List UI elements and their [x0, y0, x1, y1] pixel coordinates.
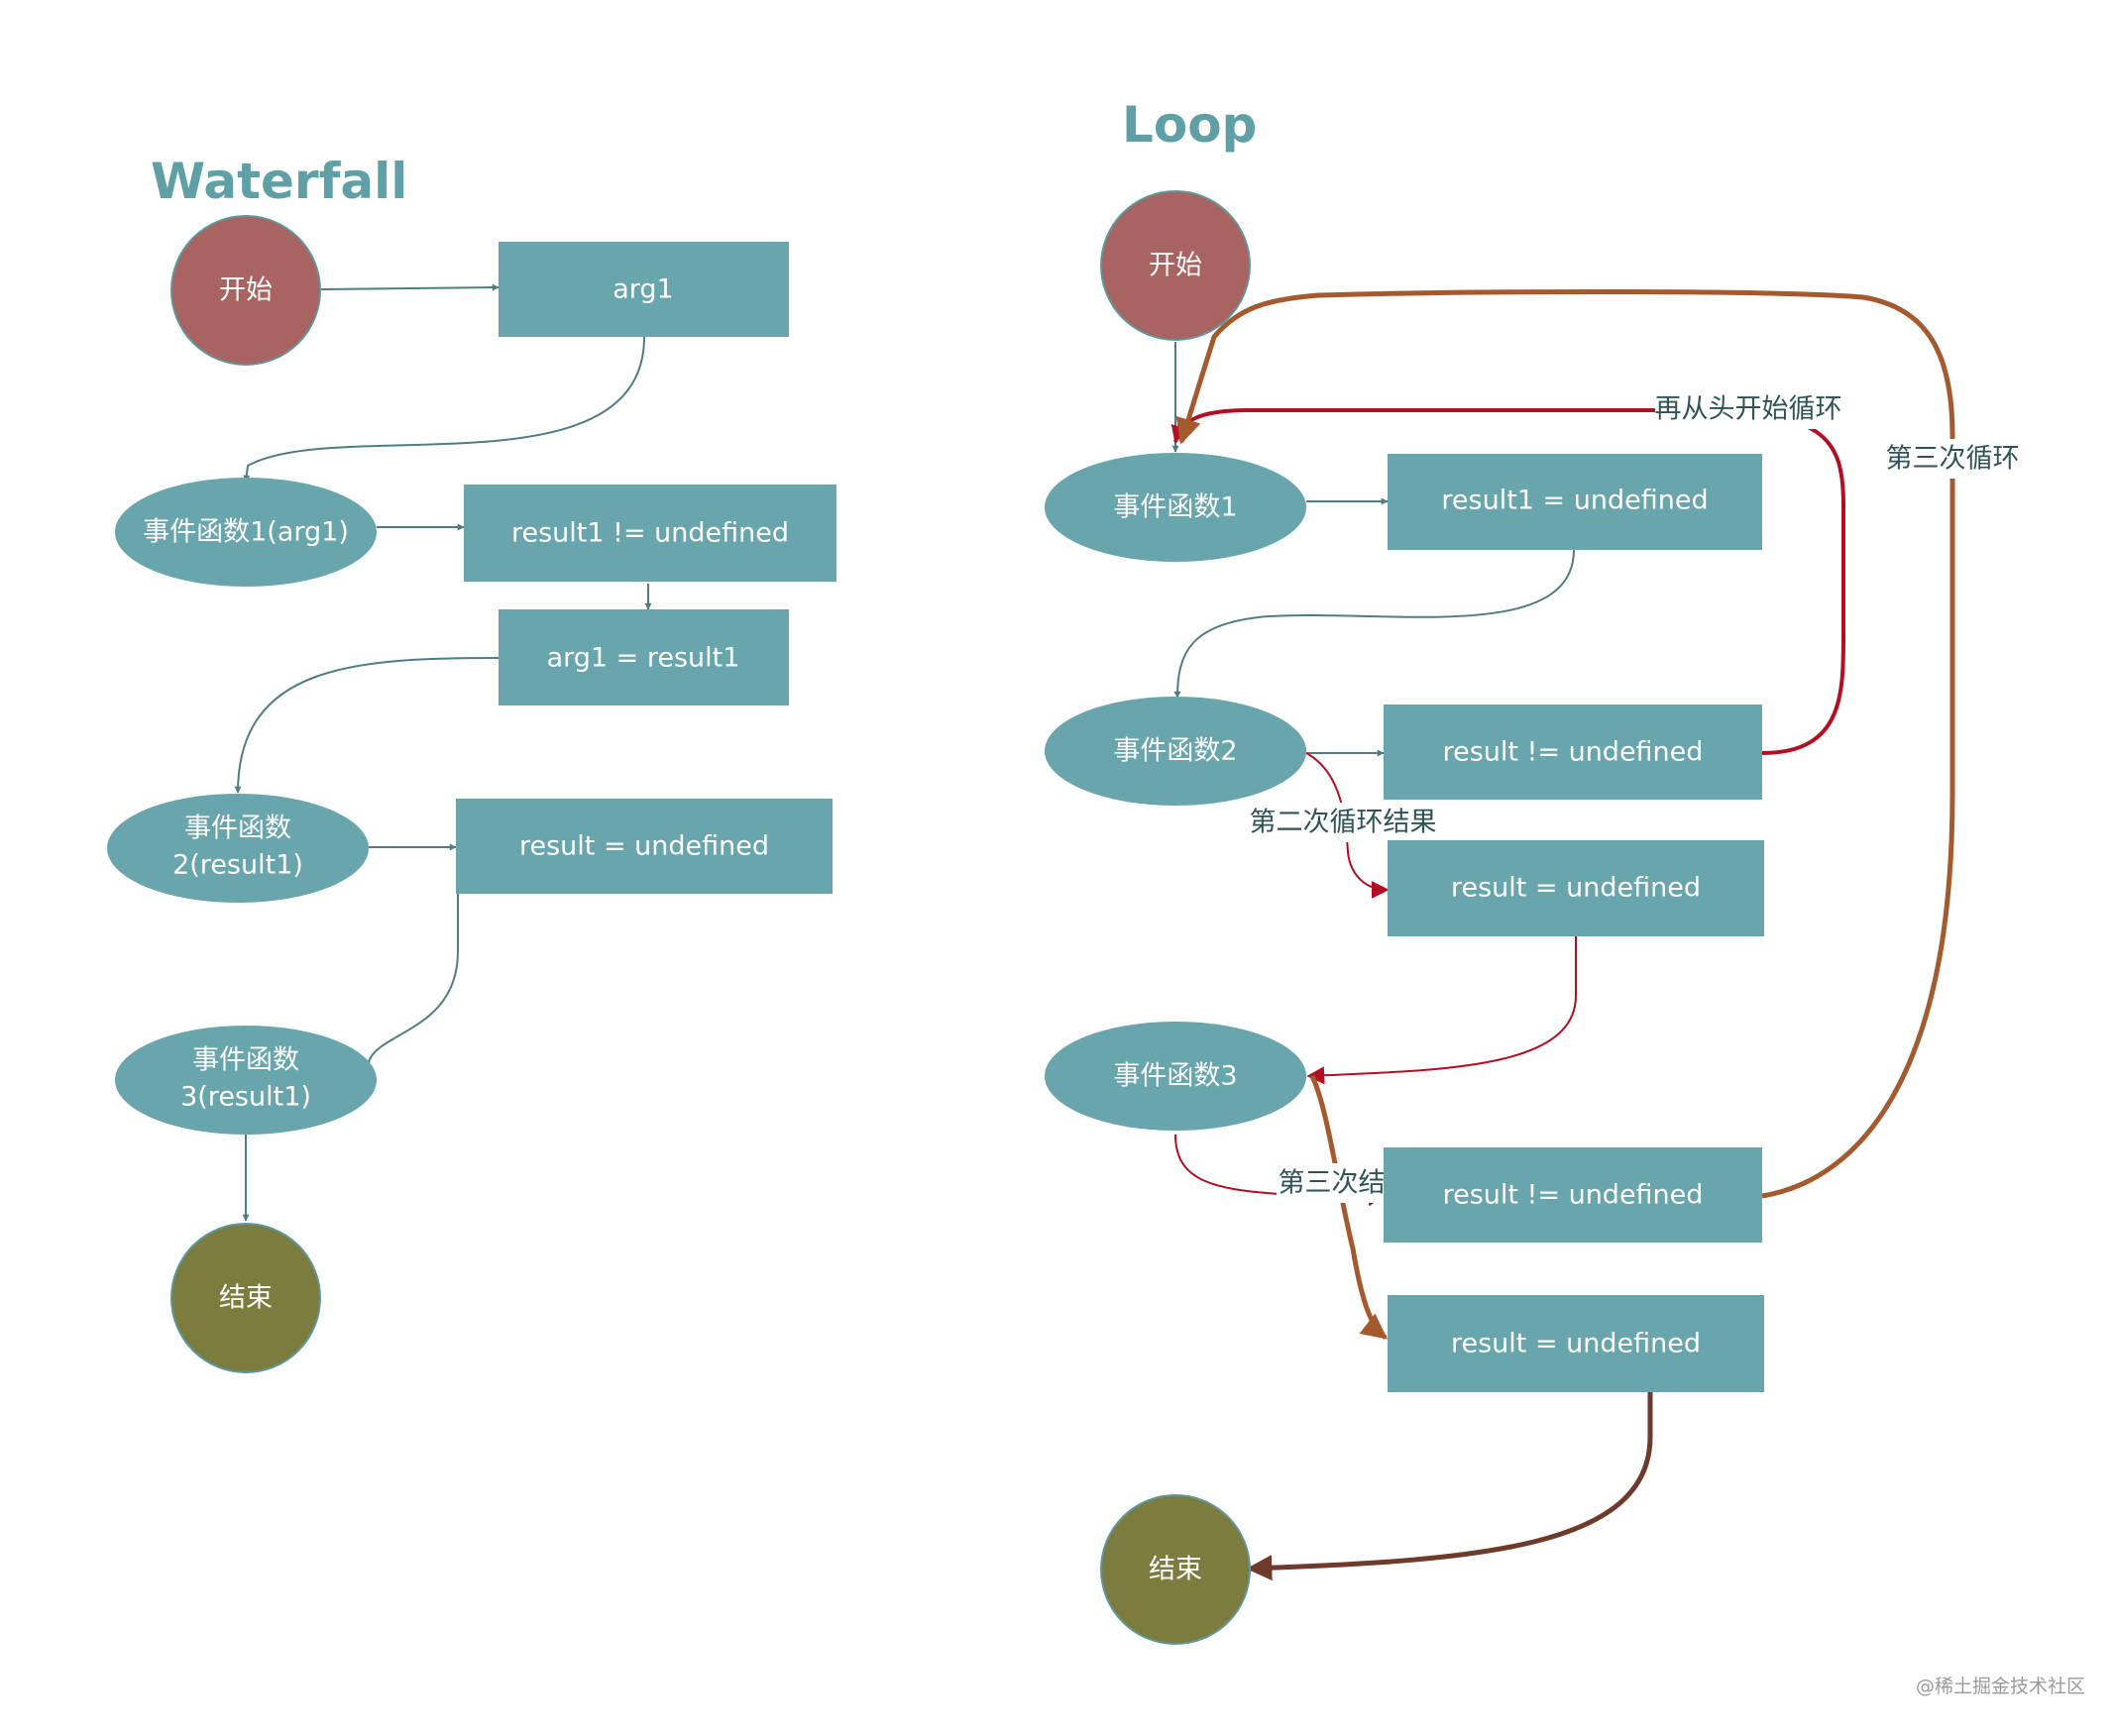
watermark: @稀土掘金技术社区 — [1916, 1676, 2085, 1697]
loop-result-undefined-box-b: result = undefined — [1388, 1295, 1764, 1392]
loop-start-node: 开始 — [1100, 190, 1251, 341]
svg-text:2(result1): 2(result1) — [172, 850, 303, 881]
svg-text:result != undefined: result != undefined — [1443, 737, 1704, 768]
edge-restart-loop — [1170, 408, 1845, 755]
loop-title: Loop — [1122, 96, 1257, 154]
label-restart-loop: 再从头开始循环 — [1655, 389, 1842, 429]
loop-result-undefined-box-a: result = undefined — [1388, 840, 1764, 936]
svg-text:事件函数1(arg1): 事件函数1(arg1) — [143, 517, 349, 548]
svg-text:result != undefined: result != undefined — [1443, 1180, 1704, 1211]
svg-text:result = undefined: result = undefined — [1451, 873, 1701, 904]
svg-text:result1 = undefined: result1 = undefined — [1441, 486, 1708, 516]
edge-result-to-end — [1246, 1392, 1653, 1581]
edge-result-to-fn3 — [1306, 936, 1577, 1085]
svg-text:result1 != undefined: result1 != undefined — [511, 518, 789, 549]
waterfall-fn1-node: 事件函数1(arg1) — [115, 478, 377, 587]
loop-fn2-node: 事件函数2 — [1045, 697, 1306, 806]
svg-text:事件函数3: 事件函数3 — [1113, 1061, 1237, 1092]
edge-third-loop — [1175, 288, 1955, 1199]
waterfall-fn2-node: 事件函数 2(result1) — [107, 794, 369, 903]
svg-text:result = undefined: result = undefined — [519, 831, 769, 862]
loop-result-not-undefined-box-b: result != undefined — [1384, 1147, 1762, 1243]
waterfall-result1-not-undefined-box: result1 != undefined — [464, 485, 836, 582]
svg-text:3(result1): 3(result1) — [180, 1082, 311, 1113]
waterfall-assign-box: arg1 = result1 — [499, 609, 789, 705]
svg-text:结束: 结束 — [219, 1283, 273, 1314]
edge-result-to-fn3 — [364, 847, 459, 1076]
waterfall-title: Waterfall — [151, 153, 407, 210]
waterfall-result-undefined-box: result = undefined — [456, 799, 833, 894]
svg-text:arg1 = result1: arg1 = result1 — [547, 643, 740, 674]
waterfall-edges — [234, 283, 652, 1222]
loop-fn3-node: 事件函数3 — [1045, 1022, 1306, 1131]
svg-text:结束: 结束 — [1149, 1555, 1202, 1585]
loop-fn1-node: 事件函数1 — [1045, 453, 1306, 562]
svg-text:开始: 开始 — [1149, 251, 1202, 281]
edge-fn3-to-result-undefined — [1309, 1074, 1389, 1340]
loop-result-not-undefined-box-a: result != undefined — [1384, 705, 1762, 800]
svg-text:事件函数1: 事件函数1 — [1113, 492, 1237, 523]
label-third-loop: 第三次循环 — [1883, 439, 2022, 479]
waterfall-start-node: 开始 — [170, 215, 321, 366]
edge-start-to-arg1 — [320, 283, 500, 291]
loop-end-node: 结束 — [1100, 1494, 1251, 1645]
loop-edges — [1170, 288, 1955, 1581]
svg-text:事件函数2: 事件函数2 — [1113, 736, 1237, 767]
svg-text:第三次循环: 第三次循环 — [1886, 444, 2020, 475]
svg-text:arg1: arg1 — [612, 274, 674, 305]
loop-result1-undefined-box: result1 = undefined — [1388, 454, 1762, 550]
svg-text:事件函数: 事件函数 — [184, 814, 291, 844]
svg-text:result = undefined: result = undefined — [1451, 1329, 1701, 1359]
edge-arg1-to-fn1 — [243, 336, 645, 483]
svg-text:事件函数: 事件函数 — [192, 1045, 299, 1076]
waterfall-end-node: 结束 — [170, 1223, 321, 1373]
waterfall-arg1-box: arg1 — [499, 242, 789, 337]
svg-text:开始: 开始 — [219, 275, 273, 306]
edge-result1-to-fn2 — [1173, 549, 1575, 699]
edge-assign-to-fn2 — [234, 657, 500, 794]
svg-text:第二次循环结果: 第二次循环结果 — [1250, 808, 1437, 838]
label-second-result: 第二次循环结果 — [1249, 803, 1437, 842]
svg-text:再从头开始循环: 再从头开始循环 — [1655, 394, 1842, 425]
edge-fn2-to-second-result — [1305, 752, 1390, 899]
waterfall-fn3-node: 事件函数 3(result1) — [115, 1026, 377, 1135]
